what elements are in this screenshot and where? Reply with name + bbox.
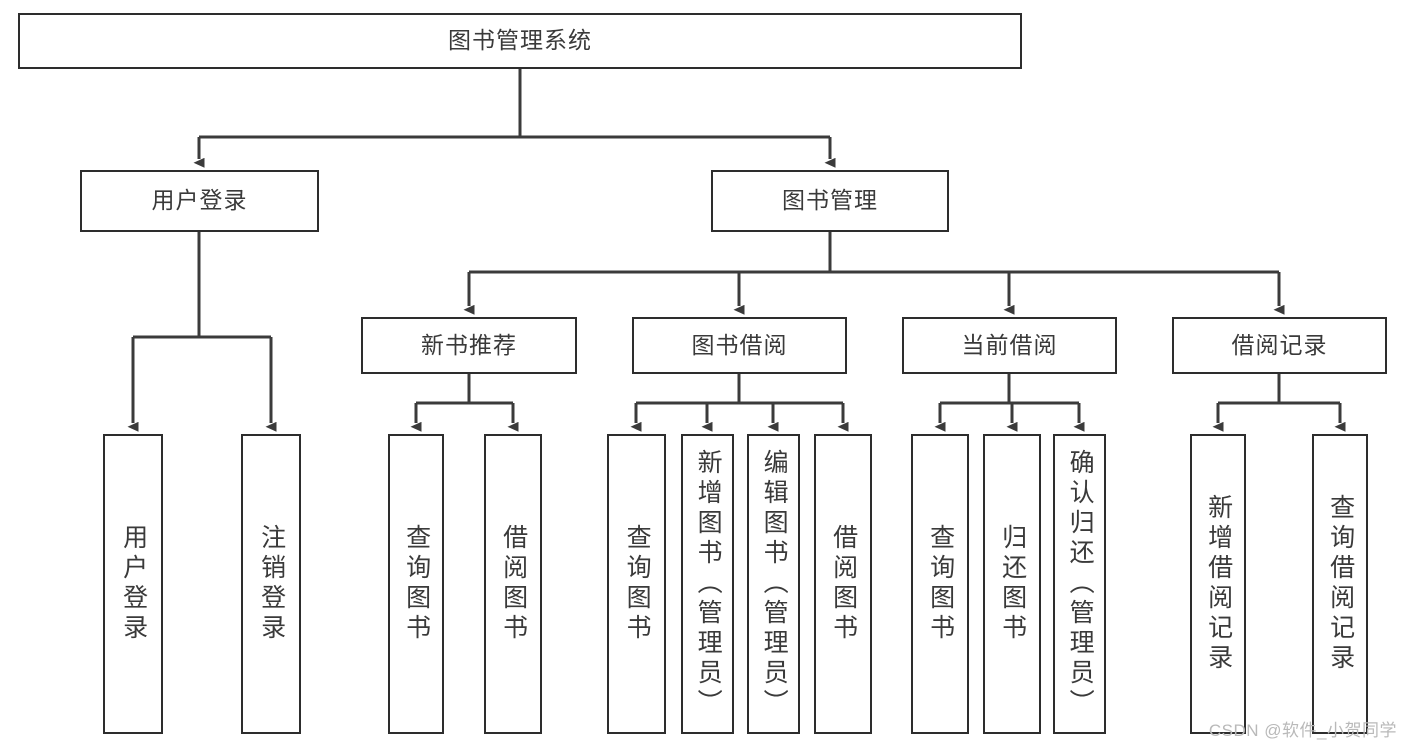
leaf-node[interactable]: 注销登录 [241,434,301,734]
leaf-node[interactable]: 查询图书 [388,434,444,734]
leaf-node[interactable]: 确认归还（管理员） [1053,434,1106,734]
leaf-node-label: 借阅图书 [499,524,528,644]
leaf-node-label: 注销登录 [257,524,286,644]
leaf-node-label: 查询借阅记录 [1326,494,1355,674]
leaf-node[interactable]: 借阅图书 [814,434,872,734]
leaf-node-label: 确认归还（管理员） [1066,449,1095,719]
leaf-node[interactable]: 新增图书（管理员） [681,434,734,734]
node-borrow-record-label: 借阅记录 [1231,331,1328,358]
node-book-management-label: 图书管理 [782,187,878,214]
leaf-node-label: 新增图书（管理员） [694,449,723,719]
node-new-book-recommend-label: 新书推荐 [421,331,517,358]
node-root-label: 图书管理系统 [448,27,592,54]
node-book-management[interactable]: 图书管理 [711,170,949,232]
leaf-node[interactable]: 查询图书 [607,434,666,734]
watermark: CSDN @软件_小贺同学 [1208,721,1397,740]
leaf-node-label: 查询图书 [926,524,955,644]
leaf-node[interactable]: 查询借阅记录 [1312,434,1368,734]
node-new-book-recommend[interactable]: 新书推荐 [361,317,577,374]
leaf-node-label: 编辑图书（管理员） [760,449,789,719]
node-current-borrow-label: 当前借阅 [961,331,1058,358]
node-borrow-record[interactable]: 借阅记录 [1172,317,1387,374]
leaf-node[interactable]: 归还图书 [983,434,1041,734]
leaf-node-label: 借阅图书 [829,524,858,644]
leaf-node[interactable]: 新增借阅记录 [1190,434,1246,734]
leaf-node[interactable]: 借阅图书 [484,434,542,734]
node-user-login[interactable]: 用户登录 [80,170,319,232]
node-book-borrow-label: 图书借阅 [691,331,788,358]
leaf-node-label: 用户登录 [119,524,148,644]
node-book-borrow[interactable]: 图书借阅 [632,317,847,374]
leaf-node[interactable]: 用户登录 [103,434,163,734]
leaf-node-label: 新增借阅记录 [1204,494,1233,674]
node-root[interactable]: 图书管理系统 [18,13,1022,69]
node-current-borrow[interactable]: 当前借阅 [902,317,1117,374]
leaf-node-label: 查询图书 [402,524,431,644]
node-user-login-label: 用户登录 [151,187,248,214]
leaf-node-label: 查询图书 [623,524,652,644]
leaf-node[interactable]: 编辑图书（管理员） [747,434,800,734]
leaf-node-label: 归还图书 [998,524,1027,644]
leaf-node[interactable]: 查询图书 [911,434,969,734]
